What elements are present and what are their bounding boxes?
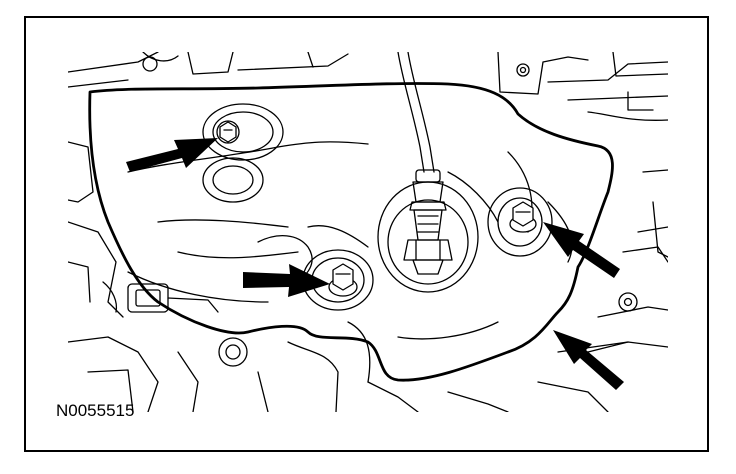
arrow-right-nut: [543, 222, 620, 278]
arrow-lower-right-edge: [553, 330, 624, 390]
sensor-wire: [397, 52, 435, 173]
engine-background-upper: [68, 52, 668, 121]
heat-shield-nut-center: [328, 263, 358, 297]
exhaust-heat-shield-illustration: [68, 52, 668, 412]
heat-shield-contours: [127, 141, 573, 340]
arrow-upper-left-nut: [126, 138, 218, 172]
arrow-center-nut: [243, 264, 330, 297]
figure-reference-number: N0055515: [56, 401, 135, 420]
heat-shield-nut-upper-left: [216, 120, 240, 144]
heat-shield-nut-right: [509, 201, 537, 233]
heat-shield-outline: [88, 82, 614, 382]
engine-background-lower: [68, 141, 668, 412]
oxygen-sensor: [377, 169, 479, 293]
